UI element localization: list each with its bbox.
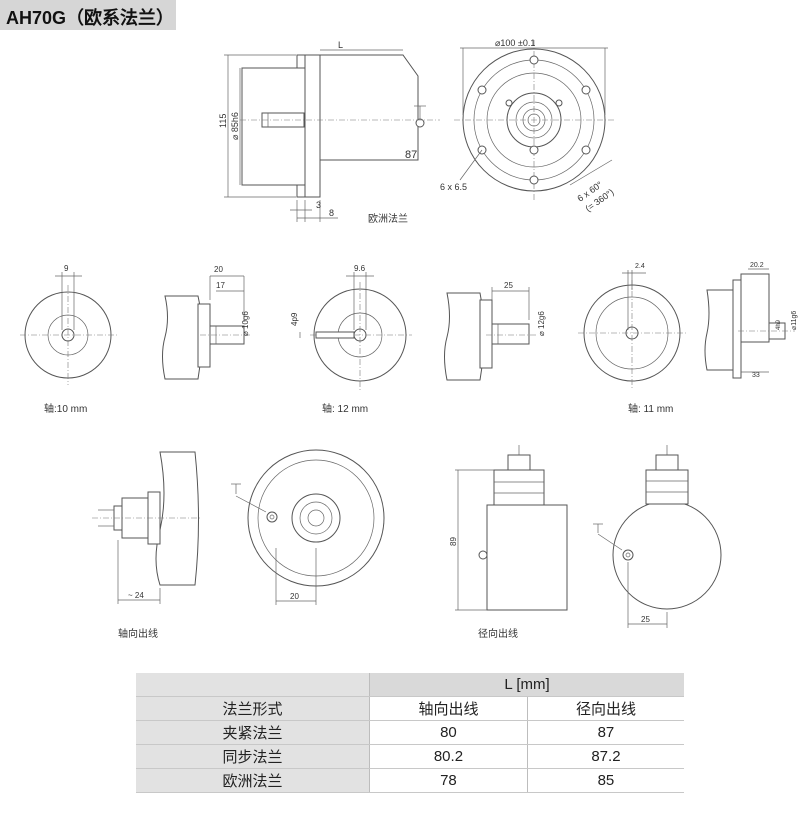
dim-shaft12-dia: ⌀ 12g6 [537,311,546,336]
table-cell-axial: 80.2 [369,744,528,769]
shaft-12-front-view: 9.6 4p9 [290,264,412,390]
dim-axial-20: 20 [290,592,299,601]
shaft-11-front-view: 2.4 [578,263,688,388]
dim-8: 8 [329,208,334,218]
dim-axial-24: ~ 24 [128,591,144,600]
table-row: 同步法兰 80.2 87.2 [136,744,684,769]
table-corner [136,673,370,697]
table-header-axial: 轴向出线 [369,696,528,721]
dim-shaft11-33: 33 [752,372,760,379]
table-cell-radial: 85 [526,768,684,793]
dim-radial-25: 25 [641,615,650,624]
euro-flange-side-view: L 115 ⌀ 85h6 87 3 8 欧洲法兰 [218,40,440,225]
table-cell-name: 同步法兰 [136,744,370,769]
dim-shaft10-dia: ⌀ 10g6 [241,311,250,336]
shaft-12-side-view: 25 ⌀ 12g6 轴: 12 mm [322,281,546,415]
dim-bore: ⌀ 85h6 [230,112,240,140]
shaft-10-side-view: 20 17 ⌀ 10g6 轴:10 mm [44,265,250,415]
table-header-row: 法兰形式 轴向出线 径向出线 [136,696,684,721]
table-header-top: L [mm] [136,673,684,697]
caption-shaft-12: 轴: 12 mm [322,402,368,415]
dim-shaft11-2.4: 2.4 [635,263,645,270]
axial-outlet-front-view: 20 [231,449,385,605]
table-header-flange: 法兰形式 [136,696,370,721]
radial-outlet-front-view: 25 [593,445,722,628]
dim-shaft10-20: 20 [214,265,223,274]
axial-outlet-side-view: ~ 24 轴向出线 [92,451,200,640]
caption-euro-flange: 欧洲法兰 [368,212,408,225]
table-cell-radial: 87.2 [526,744,684,769]
caption-radial-outlet: 径向出线 [478,627,518,640]
table-cell-name: 欧洲法兰 [136,768,370,793]
caption-shaft-10: 轴:10 mm [44,402,87,415]
table-header-radial: 径向出线 [526,696,684,721]
caption-axial-outlet: 轴向出线 [118,627,158,640]
dim-L: L [338,40,343,50]
shaft-10-front-view: 9 [20,264,118,385]
dim-115: 115 [218,114,228,128]
page-title: AH70G（欧系法兰） [6,8,175,28]
technical-drawing: L 115 ⌀ 85h6 87 3 8 欧洲法兰 ⌀100 ±0.1 6 x 6… [20,38,798,640]
euro-flange-front-view: ⌀100 ±0.1 6 x 6.5 6 x 60° (= 360°) [440,38,616,214]
caption-shaft-11: 轴: 11 mm [628,402,673,415]
dim-shaft12-9.6: 9.6 [354,264,366,273]
dim-shaft10-17: 17 [216,281,225,290]
dim-87: 87 [405,149,417,161]
table-cell-radial: 87 [526,720,684,745]
dim-3: 3 [316,200,321,210]
dim-radial-89: 89 [449,537,458,546]
dim-shaft11-20.2: 20.2 [750,262,764,269]
table-row: 欧洲法兰 78 85 [136,768,684,793]
spec-table: L [mm] 法兰形式 轴向出线 径向出线 夹紧法兰 80 87 同步法兰 80… [136,673,684,793]
dim-shaft12-25: 25 [504,281,513,290]
table-cell-name: 夹紧法兰 [136,720,370,745]
table-row: 夹紧法兰 80 87 [136,720,684,745]
dim-holes: 6 x 6.5 [440,182,467,192]
table-cell-axial: 80 [369,720,528,745]
dim-shaft11-4h9: 4h9 [776,319,782,330]
title-bar: AH70G（欧系法兰） [0,0,176,30]
table-header-L: L [mm] [369,673,684,697]
radial-outlet-side-view: 89 径向出线 [449,445,568,640]
dim-dia100: ⌀100 ±0.1 [495,38,535,48]
dim-shaft12-4p9: 4p9 [290,312,299,326]
dim-shaft10-9: 9 [64,264,69,273]
dim-shaft11-dia: ⌀11g6 [791,311,798,330]
shaft-11-side-view: 20.2 ⌀11g6 4h9 33 轴: 11 mm [628,262,798,415]
table-cell-axial: 78 [369,768,528,793]
